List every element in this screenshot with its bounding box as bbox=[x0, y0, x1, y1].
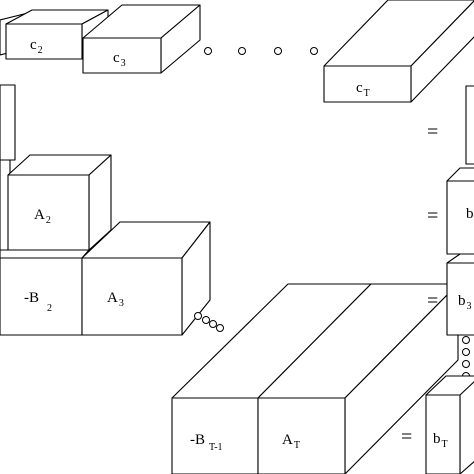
ellipsis-dots-diagonal bbox=[194, 312, 224, 332]
label-bT: bT bbox=[433, 431, 448, 450]
ellipsis-dots-rhs bbox=[462, 336, 470, 380]
label-B2: -B2 bbox=[24, 290, 52, 314]
matrix-block-A2: A2 bbox=[7, 154, 112, 251]
cost-block-c3: c3 bbox=[82, 4, 201, 74]
label-c2: c2 bbox=[30, 37, 43, 56]
equals-sign-row-T: = bbox=[401, 426, 412, 448]
label-b2: b2 bbox=[466, 206, 474, 225]
matrix-block-AT: AT bbox=[257, 283, 459, 474]
label-cT: cT bbox=[356, 80, 370, 99]
rhs-block-b1 bbox=[465, 85, 474, 165]
label-A2: A2 bbox=[34, 207, 51, 226]
label-c3: c3 bbox=[113, 50, 126, 69]
matrix-block-B2: -B2 bbox=[0, 249, 90, 336]
matrix-block-A1-partial bbox=[0, 84, 16, 161]
matrix-block-A3: A3 bbox=[81, 221, 211, 336]
label-A3: A3 bbox=[107, 290, 124, 309]
rhs-block-b3: b3 bbox=[446, 253, 474, 336]
rhs-block-b2: b2 bbox=[446, 167, 474, 255]
equals-sign-row-1: = bbox=[427, 121, 438, 143]
rhs-block-bT: bT bbox=[425, 375, 474, 474]
equals-sign-row-2: = bbox=[427, 205, 438, 227]
equals-sign-row-3: = bbox=[427, 290, 438, 312]
label-b3: b3 bbox=[458, 293, 472, 312]
ellipsis-dots-top bbox=[204, 47, 318, 55]
label-AT: AT bbox=[282, 432, 300, 451]
cost-block-cT: cT bbox=[323, 0, 474, 103]
